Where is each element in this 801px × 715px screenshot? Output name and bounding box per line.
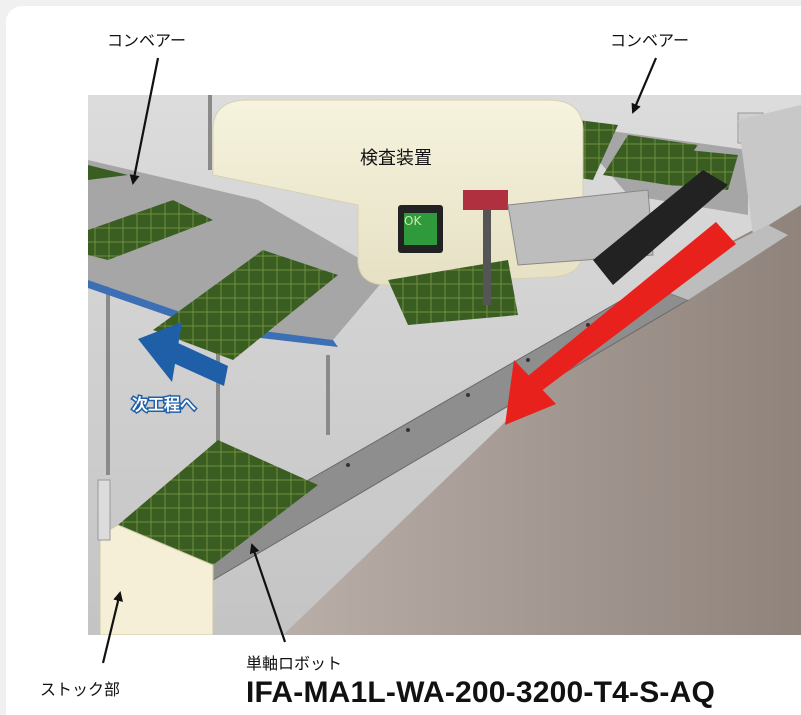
red-direction-arrow-icon xyxy=(505,222,736,425)
inspection-device-label: 検査装置 xyxy=(360,148,432,169)
single-axis-robot-label: 単軸ロボット xyxy=(246,654,343,673)
model-number: IFA-MA1L-WA-200-3200-T4-S-AQ xyxy=(246,676,716,709)
conveyor-right-leader xyxy=(631,57,658,114)
ok-badge: OK xyxy=(404,214,422,228)
conveyor-right-label: コンベアー xyxy=(610,31,690,50)
stock-leader xyxy=(101,591,123,664)
robot-leader xyxy=(249,543,287,643)
conveyor-left-leader xyxy=(129,57,160,185)
next-process-label: 次工程へ xyxy=(130,394,197,416)
blue-direction-arrow-icon xyxy=(138,322,228,386)
factory-scene-illustration xyxy=(88,95,801,635)
conveyor-left-label: コンベアー xyxy=(107,31,187,50)
stock-section-label: ストック部 xyxy=(40,680,121,699)
